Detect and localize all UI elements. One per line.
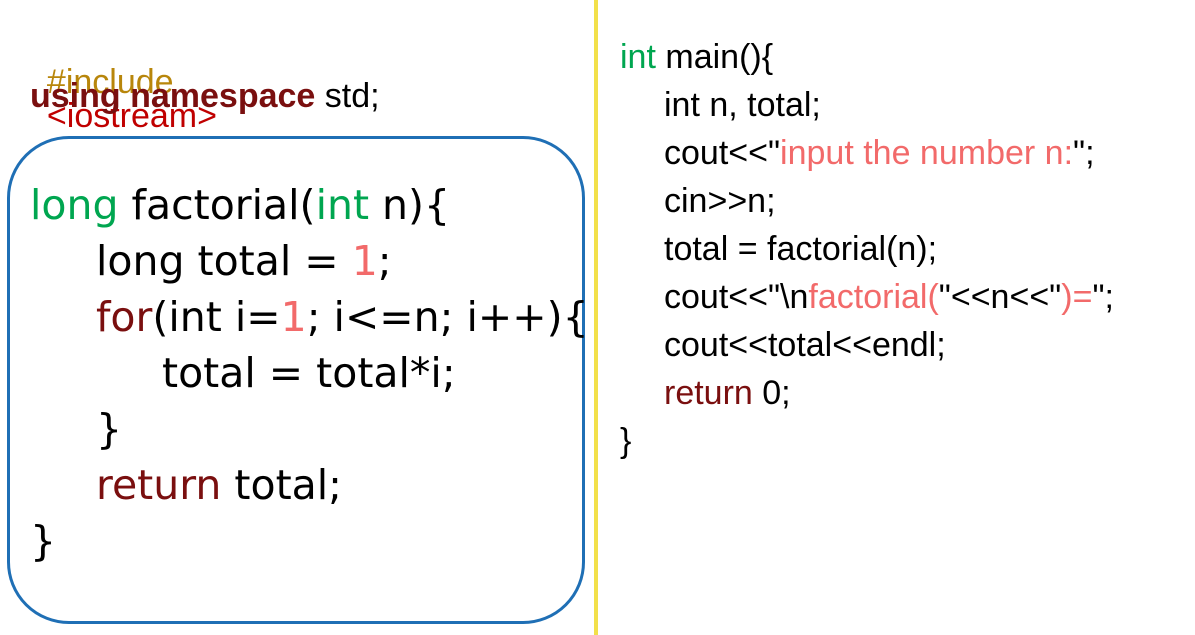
close-brace: } bbox=[30, 517, 57, 565]
main-line-8: return 0; bbox=[664, 376, 791, 410]
main-line-9: } bbox=[620, 424, 631, 458]
keyword-long: long bbox=[30, 181, 119, 229]
return-rest: total; bbox=[221, 461, 342, 509]
main-line-5: total = factorial(n); bbox=[664, 232, 937, 266]
cin-stmt: cin>>n; bbox=[664, 182, 776, 220]
assign-stmt: total = factorial(n); bbox=[664, 230, 938, 268]
string-literal: input the number n: bbox=[780, 134, 1074, 172]
string-literal: )= bbox=[1061, 278, 1093, 316]
factorial-line-6: return total; bbox=[96, 465, 342, 506]
using-keywords: using namespace bbox=[30, 77, 316, 115]
fn-name: factorial( bbox=[118, 181, 316, 229]
return-rest: 0; bbox=[752, 374, 791, 412]
loop-body: total = total*i; bbox=[162, 349, 456, 397]
long-total-decl: long total = bbox=[96, 237, 352, 285]
using-line: using namespace std; bbox=[30, 79, 380, 113]
cout-pre: cout<<"\n bbox=[664, 278, 809, 316]
main-line-7: cout<<total<<endl; bbox=[664, 328, 946, 362]
var-decl: int n, total; bbox=[664, 86, 821, 124]
cout-post: "; bbox=[1092, 278, 1114, 316]
main-line-2: int n, total; bbox=[664, 88, 821, 122]
string-literal: factorial( bbox=[808, 278, 939, 316]
main-line-3: cout<<"input the number n:"; bbox=[664, 136, 1095, 170]
keyword-return: return bbox=[96, 461, 222, 509]
factorial-line-3: for(int i=1; i<=n; i++){ bbox=[96, 297, 589, 338]
include-directive: #include bbox=[46, 63, 174, 101]
keyword-return: return bbox=[664, 374, 753, 412]
factorial-line-4: total = total*i; bbox=[162, 353, 456, 394]
fn-params-rest: n){ bbox=[369, 181, 451, 229]
keyword-int: int bbox=[620, 38, 656, 76]
cout-post: "; bbox=[1073, 134, 1095, 172]
factorial-line-1: long factorial(int n){ bbox=[30, 185, 450, 226]
main-line-4: cin>>n; bbox=[664, 184, 776, 218]
main-line-6: cout<<"\nfactorial("<<n<<")="; bbox=[664, 280, 1114, 314]
factorial-line-7: } bbox=[30, 521, 56, 562]
for-part-2: ; i<=n; i++){ bbox=[306, 293, 589, 341]
using-rest: std; bbox=[315, 77, 380, 115]
close-brace: } bbox=[96, 405, 123, 453]
keyword-int: int bbox=[315, 181, 370, 229]
number-literal: 1 bbox=[280, 293, 307, 341]
column-divider bbox=[594, 0, 598, 635]
include-line: #include <iostream> bbox=[28, 31, 217, 133]
factorial-line-5: } bbox=[96, 409, 122, 450]
semicolon: ; bbox=[377, 237, 392, 285]
include-header: <iostream> bbox=[46, 97, 217, 135]
main-signature: main(){ bbox=[655, 38, 774, 76]
cout-mid: "<<n<<" bbox=[938, 278, 1062, 316]
factorial-line-2: long total = 1; bbox=[96, 241, 392, 282]
for-part-1: (int i= bbox=[152, 293, 281, 341]
keyword-for: for bbox=[96, 293, 153, 341]
number-literal: 1 bbox=[351, 237, 378, 285]
cout-pre: cout<<" bbox=[664, 134, 781, 172]
close-brace: } bbox=[620, 422, 632, 460]
factorial-function-box bbox=[7, 136, 585, 624]
main-line-1: int main(){ bbox=[620, 40, 773, 74]
cout-total: cout<<total<<endl; bbox=[664, 326, 946, 364]
